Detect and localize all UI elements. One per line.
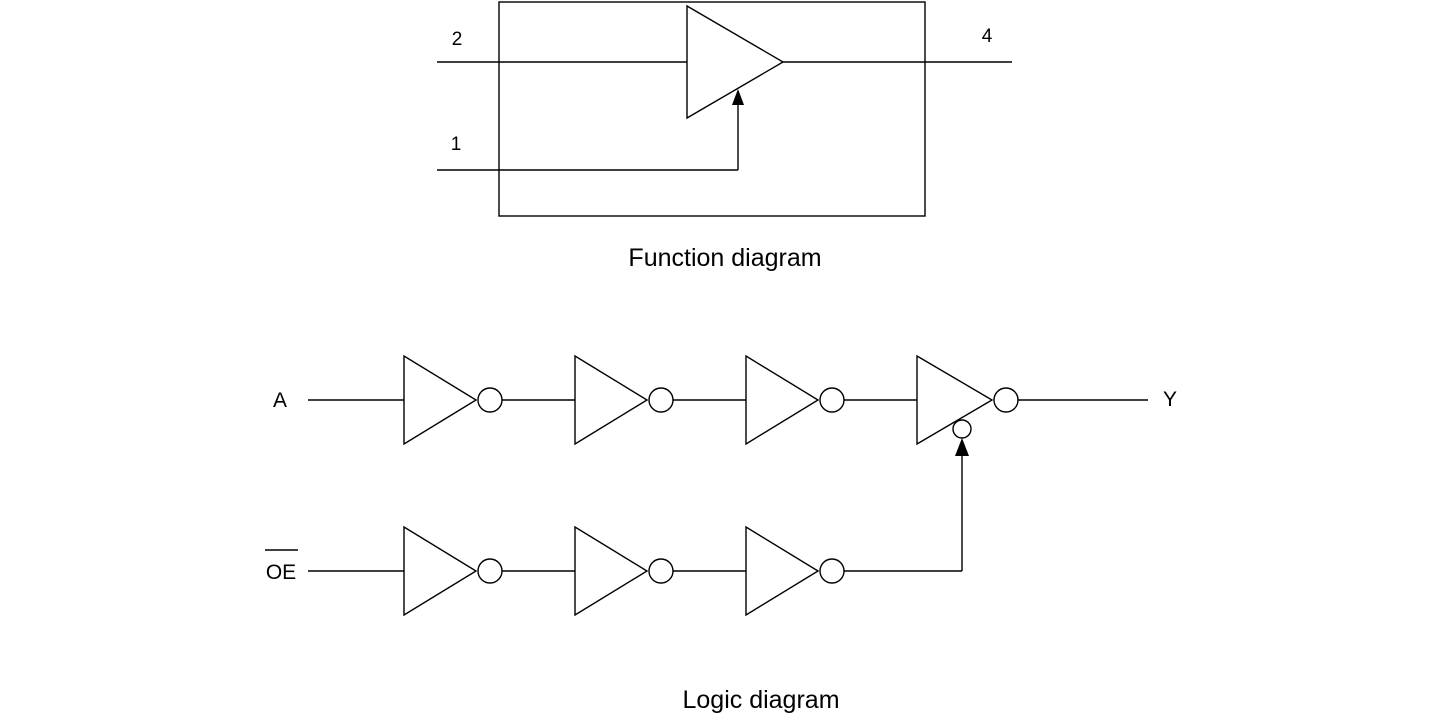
logic-inverter-1 — [403, 354, 478, 446]
logic-inverter-3 — [745, 354, 820, 446]
logic-output-y-label: Y — [1163, 388, 1177, 411]
logic-enable-path-row: OE — [265, 525, 962, 617]
logic-inverter-1-bubble-icon — [477, 387, 503, 413]
function-diagram-group: 2 1 4 Function diagram — [437, 1, 1012, 272]
logic-enable-arrow-icon — [955, 438, 969, 456]
logic-enable-inverter-1-bubble-icon — [477, 558, 503, 584]
function-diagram-package-box — [498, 1, 926, 217]
logic-enable-inverter-2 — [574, 525, 649, 617]
logic-inverter-3-bubble-icon — [819, 387, 845, 413]
logic-inverter-2 — [574, 354, 649, 446]
logic-input-oe-label: OE — [266, 561, 296, 584]
logic-diagram-group: A — [265, 354, 1177, 714]
logic-inverter-4-output-bubble-icon — [993, 387, 1019, 413]
logic-enable-inverter-3-bubble-icon — [819, 558, 845, 584]
function-pin-1-label: 1 — [451, 134, 462, 155]
function-diagram-caption: Function diagram — [628, 244, 821, 272]
function-pin-4-label: 4 — [982, 26, 993, 47]
logic-data-path-row: A — [273, 354, 1177, 446]
logic-inverter-2-bubble-icon — [648, 387, 674, 413]
function-pin-2-label: 2 — [452, 29, 463, 50]
function-buffer-gate — [686, 4, 785, 120]
logic-enable-feedback-connector — [955, 438, 969, 571]
logic-input-a-label: A — [273, 389, 287, 412]
logic-inverter-4-tristate — [916, 354, 994, 446]
logic-inverter-4-enable-bubble-icon — [952, 419, 972, 439]
logic-enable-inverter-2-bubble-icon — [648, 558, 674, 584]
logic-enable-inverter-1 — [403, 525, 478, 617]
logic-enable-inverter-3 — [745, 525, 820, 617]
function-enable-arrow-icon — [732, 89, 744, 105]
logic-diagram-caption: Logic diagram — [682, 686, 839, 714]
